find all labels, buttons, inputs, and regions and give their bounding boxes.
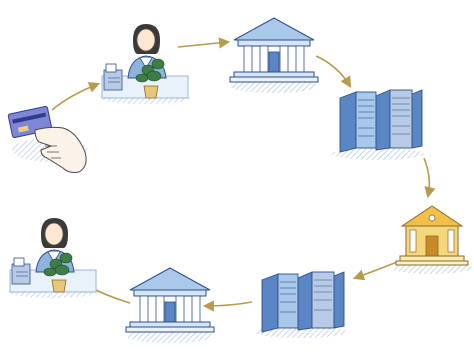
bank-building-icon bbox=[229, 17, 319, 93]
arrow-card-to-merchant bbox=[51, 82, 101, 111]
cashier-woman-icon bbox=[100, 24, 190, 104]
small-bank-house-icon bbox=[392, 205, 472, 274]
credit-card-hand-icon bbox=[7, 105, 88, 173]
arrow-issuer-to-servers bbox=[352, 261, 398, 281]
arrow-bank-to-servers bbox=[315, 55, 352, 88]
arrow-servers-to-bank bbox=[202, 300, 253, 312]
server-rack-icon bbox=[332, 89, 424, 160]
cashier-woman-icon bbox=[8, 218, 98, 298]
server-rack-icon bbox=[254, 271, 346, 338]
arrow-merchant-to-bank bbox=[177, 37, 231, 49]
arrow-servers-to-issuer bbox=[423, 157, 436, 199]
flow-arrows bbox=[51, 37, 436, 312]
bank-building-icon bbox=[125, 267, 215, 343]
